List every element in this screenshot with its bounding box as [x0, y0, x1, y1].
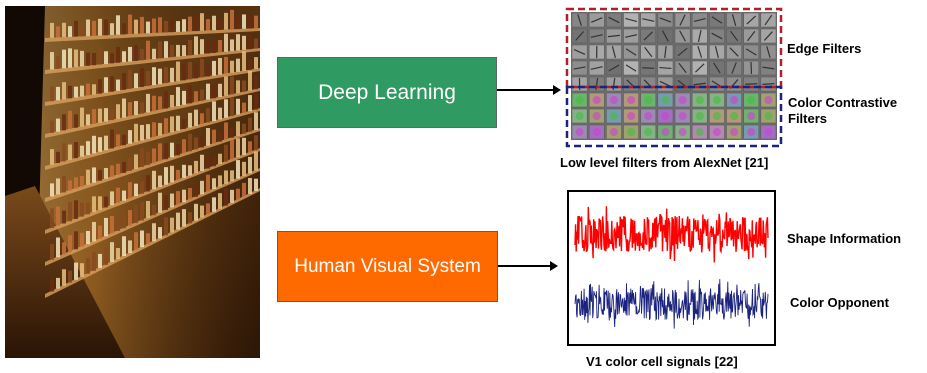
deep-learning-arrow	[497, 85, 561, 95]
v1-signals-panel	[567, 190, 776, 346]
shape-information-label: Shape Information	[787, 231, 902, 246]
color-opponent-label: Color Opponent	[790, 295, 889, 310]
deep-learning-label: Deep Learning	[318, 80, 456, 104]
v1-caption: V1 color cell signals [22]	[586, 354, 738, 369]
color-contrastive-label-line1: Color Contrastive	[788, 95, 898, 110]
human-visual-system-box: Human Visual System	[277, 231, 498, 302]
color-contrastive-label-line2: Filters	[788, 111, 828, 126]
shape-information-signal	[574, 206, 769, 263]
alexnet-caption: Low level filters from AlexNet [21]	[560, 155, 769, 170]
color-opponent-signal	[574, 279, 769, 329]
human-visual-system-label: Human Visual System	[294, 255, 481, 277]
color-filters-outline	[565, 85, 783, 148]
v1-signals-plot	[574, 206, 769, 329]
human-visual-arrow	[498, 261, 558, 271]
deep-learning-box: Deep Learning	[277, 57, 497, 128]
edge-filters-label: Edge Filters	[787, 41, 862, 56]
library-bookshelves-photo	[5, 6, 260, 358]
alexnet-filters-grid	[565, 7, 783, 148]
edge-filters-outline	[565, 7, 783, 89]
